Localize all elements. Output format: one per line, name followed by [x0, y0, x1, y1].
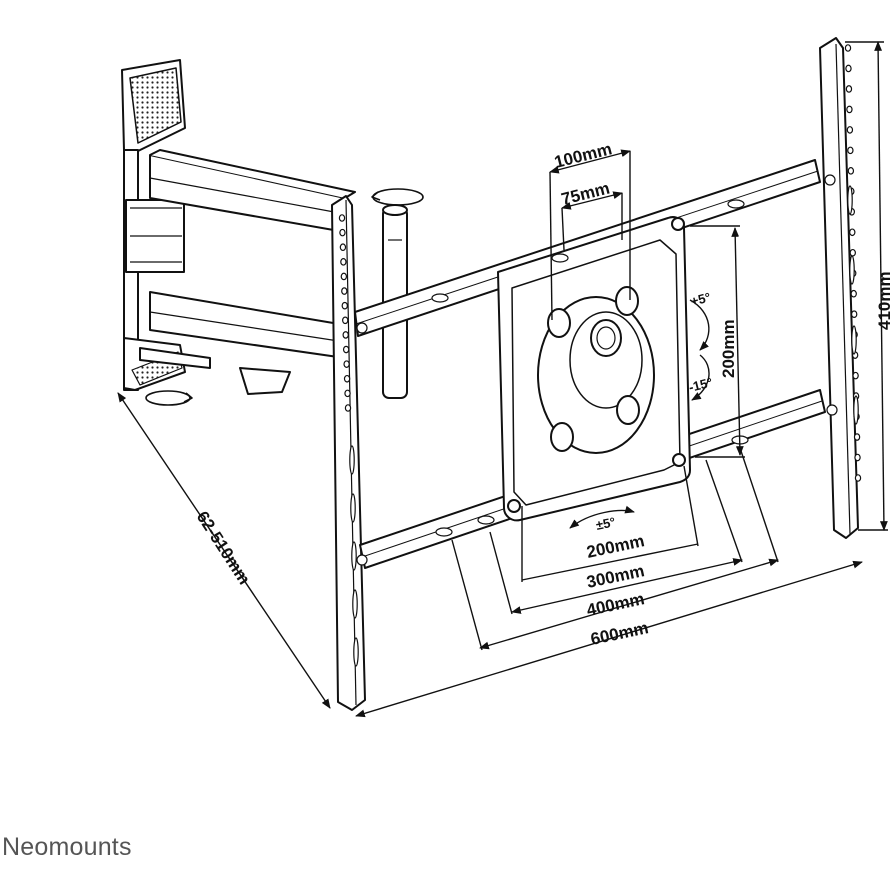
vertical-rail-right	[819, 37, 859, 539]
rail-hole	[350, 493, 356, 523]
rail-hole	[850, 289, 857, 298]
rail-hole	[849, 255, 855, 285]
rail-hole	[341, 287, 348, 295]
dim-200mm-vertical: 200mm	[719, 319, 738, 378]
rail-hole	[340, 258, 347, 266]
rail-hole	[826, 404, 838, 416]
rail-hole	[851, 325, 857, 355]
rail-hole	[343, 360, 350, 368]
rail-hole	[338, 214, 346, 222]
rail-hole	[342, 345, 350, 354]
dim-75mm: 75mm	[559, 179, 611, 209]
tilt-down-label: -15°	[687, 375, 714, 395]
dim-410mm: 410mm	[875, 271, 894, 330]
rail-hole	[352, 589, 358, 619]
rail-hole	[845, 85, 853, 93]
rail-hole	[850, 310, 858, 318]
rail-hole	[727, 199, 745, 209]
vesa-plate	[497, 216, 691, 522]
tilt-up-label: +5°	[689, 290, 712, 309]
rail-hole	[339, 243, 347, 252]
rail-hole	[353, 637, 359, 667]
rail-hole	[349, 445, 355, 475]
rail-hole	[356, 322, 368, 334]
rail-hole	[846, 126, 854, 134]
rail-hole	[340, 272, 348, 281]
rail-hole	[844, 44, 852, 52]
rail-hole	[849, 248, 856, 257]
rail-hole	[343, 374, 351, 383]
rail-hole	[849, 228, 856, 237]
dimension-lines	[117, 41, 888, 718]
dim-200mm-horizontal: 200mm	[585, 531, 646, 562]
rail-hole	[356, 554, 368, 566]
swing-arm-lower	[139, 291, 346, 395]
rail-hole	[342, 316, 349, 325]
rotate-label: ±5°	[595, 514, 617, 533]
dim-600mm: 600mm	[589, 618, 650, 649]
dim-depth: 62-510mm	[193, 508, 254, 588]
rail-hole	[477, 515, 495, 525]
rail-hole	[847, 167, 855, 175]
brand-logo: Neomounts	[2, 833, 132, 861]
rail-hole	[341, 301, 348, 310]
rail-hole	[344, 389, 351, 398]
rail-hole	[853, 433, 861, 441]
rail-hole	[845, 64, 852, 73]
rail-hole	[846, 105, 853, 114]
vertical-rail-left	[331, 195, 366, 711]
rail-hole	[344, 404, 352, 412]
rail-hole	[342, 331, 349, 339]
rail-hole	[847, 185, 853, 215]
rail-hole	[854, 474, 862, 482]
rail-hole	[854, 453, 861, 462]
rail-hole	[339, 228, 346, 237]
wall-plate	[121, 59, 186, 391]
rail-hole	[435, 527, 453, 537]
rail-hole	[852, 371, 859, 380]
rail-hole	[431, 293, 449, 303]
rail-hole	[551, 253, 569, 263]
swing-arm-upper	[149, 149, 356, 233]
dim-100mm: 100mm	[552, 139, 613, 172]
rail-hole	[351, 541, 357, 571]
rail-hole	[853, 395, 859, 425]
rail-hole	[824, 174, 836, 186]
rail-hole	[847, 146, 854, 155]
